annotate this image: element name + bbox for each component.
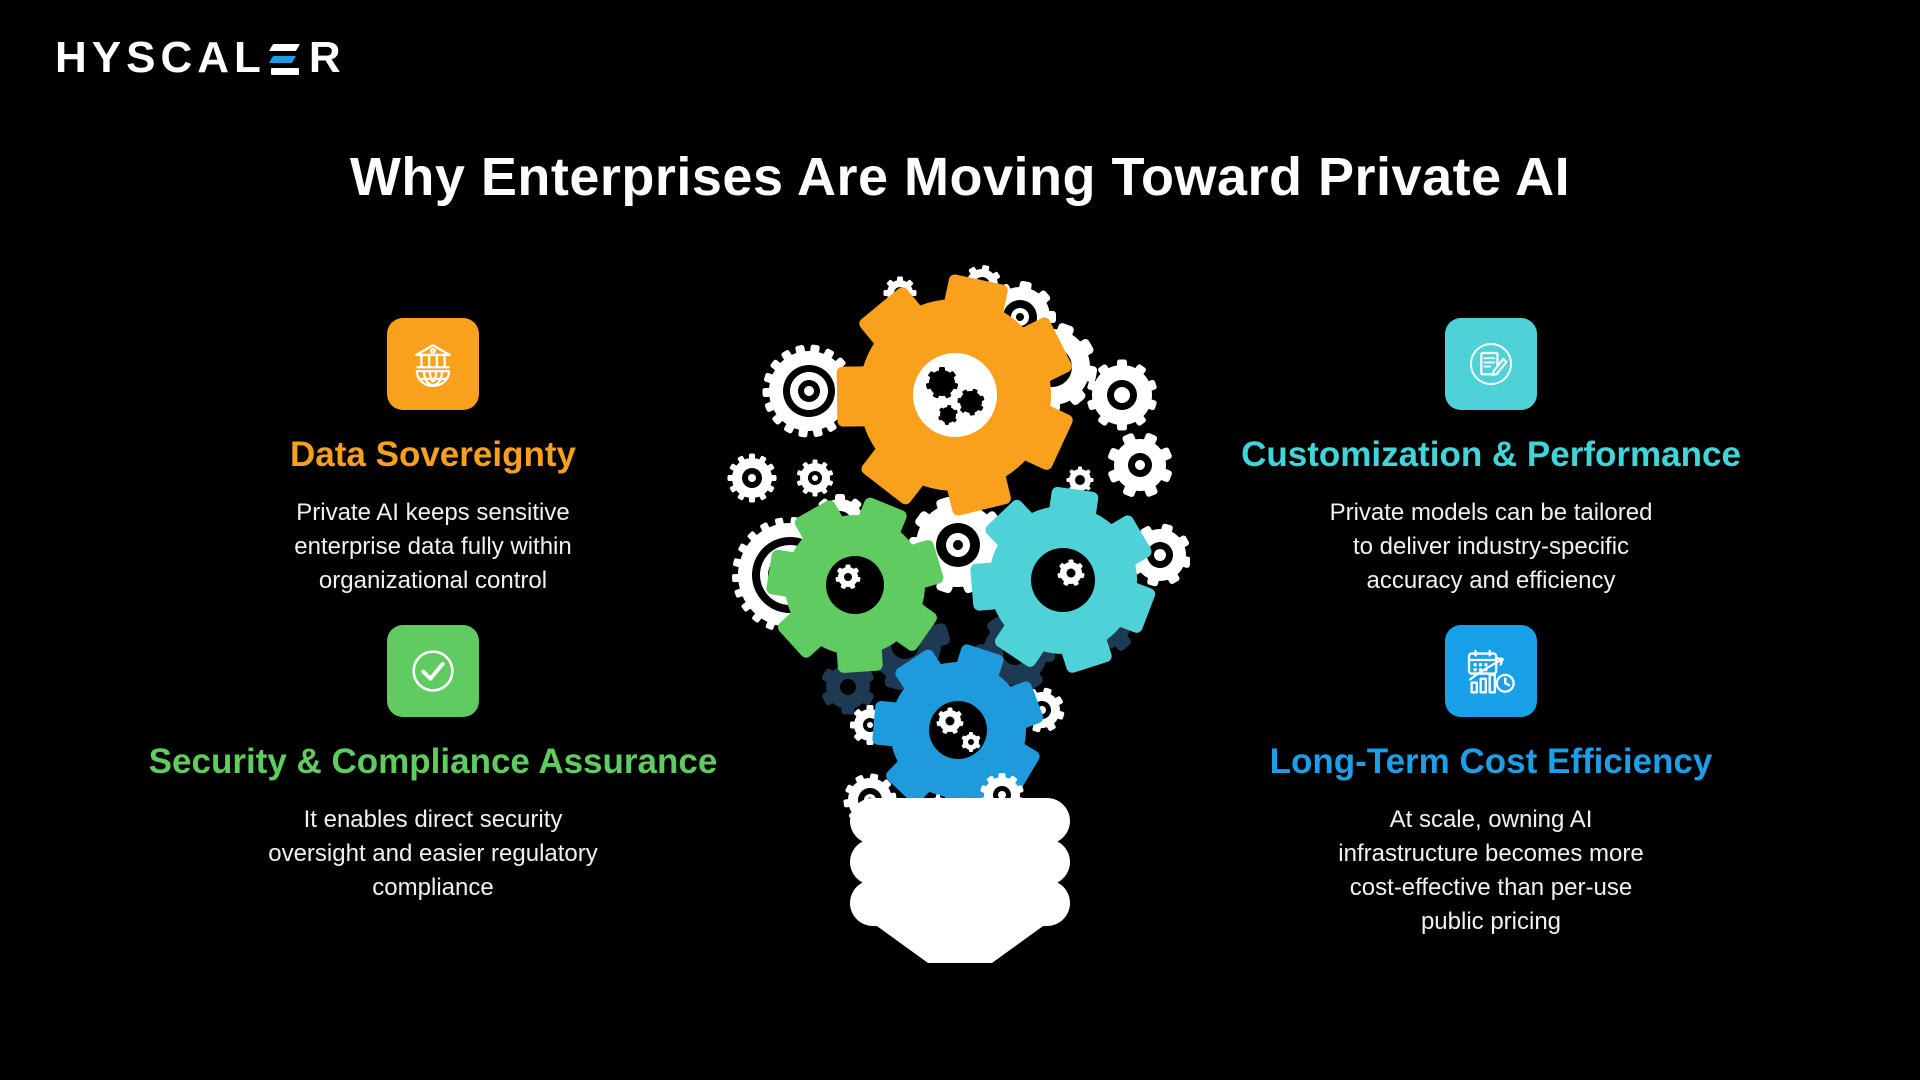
card-body: It enables direct security oversight and… [268,805,598,901]
card-heading: Data Sovereignty [290,435,576,474]
hyscaler-logo: HYSCAL R [55,36,346,80]
lightbulb-gears-illustration [720,255,1190,965]
card-body: Private AI keeps sensitive enterprise da… [294,498,572,594]
card-data-sovereignty: Data Sovereignty Private AI keeps sensit… [83,318,783,598]
logo-stylized-e-icon [268,43,300,75]
card-heading: Long-Term Cost Efficiency [1269,742,1713,781]
document-edit-icon [1445,318,1537,410]
card-heading: Customization & Performance [1241,435,1741,474]
logo-text-left: HYSCAL [55,33,266,82]
card-customization-performance: Customization & Performance Private mode… [1141,318,1841,598]
calendar-chart-clock-icon [1445,625,1537,717]
bank-globe-icon [387,318,479,410]
logo-text-right: R [308,33,346,82]
page-title: Why Enterprises Are Moving Toward Privat… [349,147,1571,208]
card-cost-efficiency: Long-Term Cost Efficiency At scale, owni… [1141,625,1841,939]
gears-svg [727,265,1190,963]
card-body: Private models can be tailored to delive… [1329,498,1653,594]
card-security-compliance: Security & Compliance Assurance It enabl… [83,625,783,905]
card-heading: Security & Compliance Assurance [148,742,718,781]
card-body: At scale, owning AI infrastructure becom… [1338,805,1644,935]
check-circle-icon [387,625,479,717]
